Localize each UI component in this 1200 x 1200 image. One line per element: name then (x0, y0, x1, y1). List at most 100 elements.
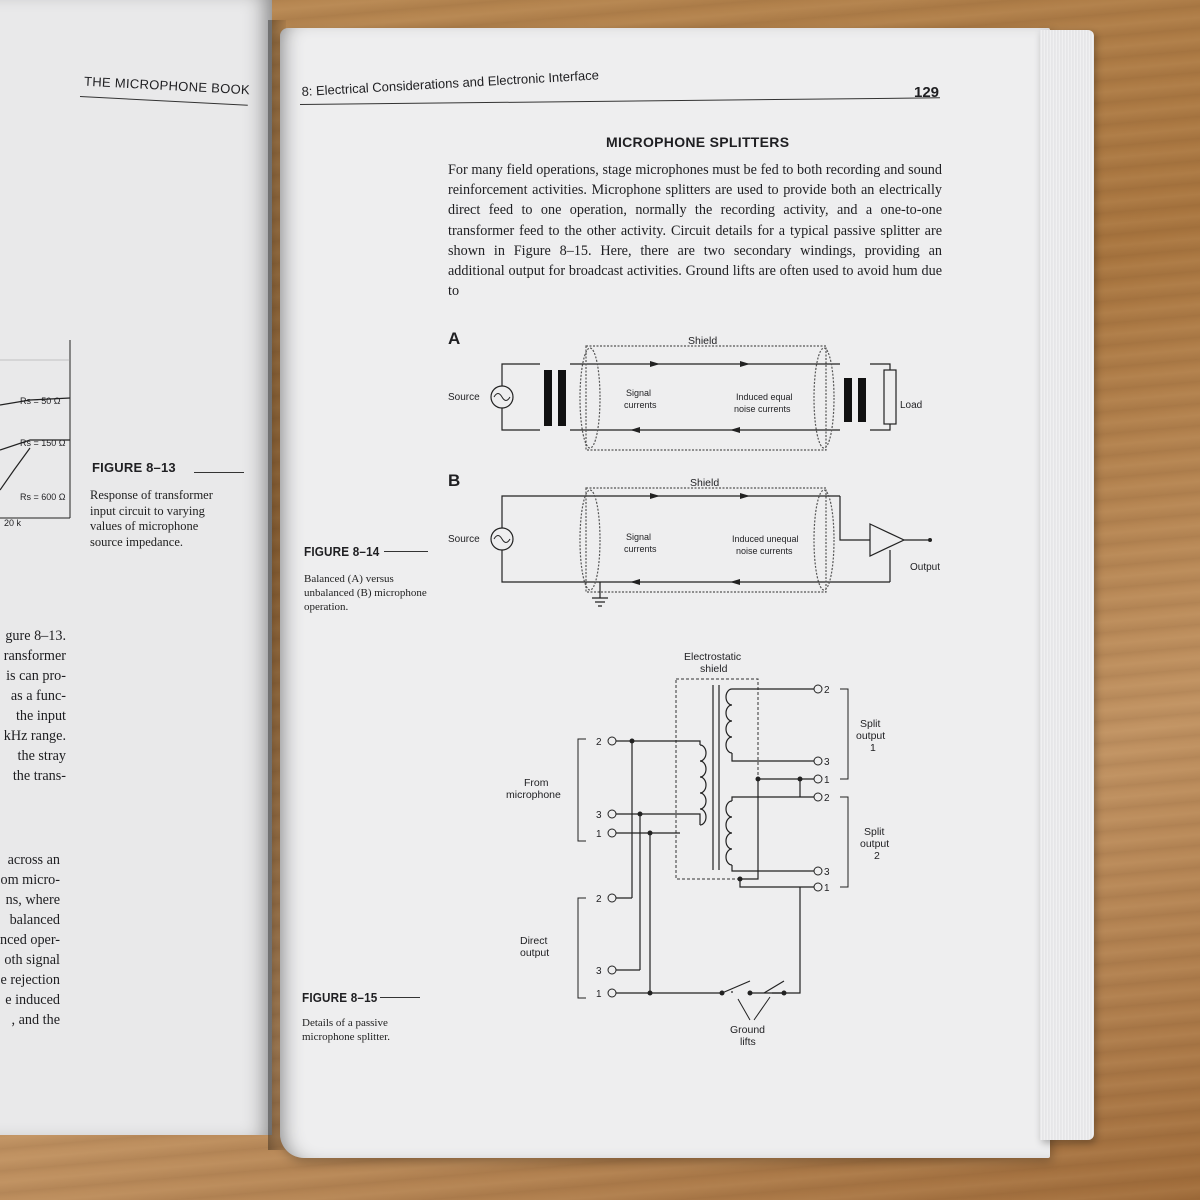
caption-line: microphone splitter. (302, 1031, 390, 1043)
diagram-b-output-label: Output (910, 562, 940, 573)
direct-pin-3-label: 3 (596, 966, 602, 977)
primary-winding (699, 744, 707, 826)
page-stack-edge (1040, 30, 1094, 1140)
diagram-a-output-transformer-2 (858, 378, 866, 422)
diagram-b-noise-label-1: Induced unequal (732, 534, 799, 544)
split-output-1-pin-2 (813, 684, 823, 694)
figure-8-14-caption: Balanced (A) versus unbalanced (B) micro… (304, 572, 427, 614)
split-output-1-label-3: 1 (870, 742, 876, 754)
left-body-fragment-2: across an om micro- ns, where balanced n… (0, 850, 60, 1030)
body-line: the stray (17, 748, 66, 764)
arrow-icon (740, 493, 750, 499)
body-line: nced oper- (0, 932, 60, 948)
diagram-a-letter: A (448, 329, 460, 348)
body-line: e induced (5, 992, 60, 1008)
direct-pin-3-terminal (607, 965, 617, 975)
junction-dot (719, 990, 725, 996)
body-line: is can pro- (6, 668, 66, 684)
diagram-a: A Shield Source Signal currents Induced … (448, 329, 922, 451)
body-line: ransformer (3, 648, 66, 664)
body-line: om micro- (0, 872, 61, 888)
caption-line: Details of a passive (302, 1017, 388, 1029)
body-line: ns, where (5, 892, 60, 908)
figure-8-14-rule (384, 551, 428, 552)
caption-line: source impedance. (90, 534, 184, 549)
diagram-a-shield-label: Shield (688, 335, 717, 347)
split-output-1-label-1: Split (860, 718, 881, 730)
body-line: e rejection (0, 972, 60, 988)
split-output-2-pin-3-label: 3 (824, 867, 830, 878)
electrostatic-shield-box (675, 678, 759, 880)
electrostatic-shield-label-2: shield (700, 663, 728, 675)
left-page (0, 0, 272, 1135)
secondary-winding-1 (725, 688, 733, 754)
split-output-1-label-2: output (856, 730, 885, 742)
junction-dot (629, 738, 635, 744)
mic-pin-2-terminal (607, 736, 617, 746)
body-line: balanced (9, 912, 60, 928)
split-output-1-pin-2-label: 2 (824, 685, 830, 696)
diagram-a-load-label: Load (900, 400, 922, 411)
direct-wires (616, 897, 722, 994)
arrow-icon (630, 579, 640, 585)
chart-label-rs-50: Rs = 50 Ω (20, 396, 61, 406)
diagram-b-shield-label: Shield (690, 477, 719, 489)
split-output-2-pin-2-label: 2 (824, 793, 830, 804)
ground-lifts-pointer (737, 996, 771, 1021)
arrow-icon (730, 427, 740, 433)
arrow-icon (650, 361, 660, 367)
split-output-1-pin-3-label: 3 (824, 757, 830, 768)
mic-pin-1-label: 1 (596, 829, 602, 840)
direct-output-bracket (577, 897, 586, 999)
body-line: , and the (11, 1012, 60, 1028)
electrostatic-shield-label-1: Electrostatic (684, 651, 741, 663)
diagram-b-output-terminal (928, 538, 932, 542)
figure-8-13-rule (194, 472, 244, 473)
diagram-a-input-transformer-1 (544, 370, 552, 426)
diagram-b-signal-label-2: currents (624, 544, 657, 554)
figure-8-14-label: FIGURE 8–14 (304, 544, 380, 559)
body-line: as a func- (10, 688, 66, 704)
arrow-icon (730, 579, 740, 585)
junction-dot (637, 811, 643, 817)
junction-dot (647, 990, 653, 996)
split-output-2-label-3: 2 (874, 850, 880, 862)
diagram-b-signal-label-1: Signal (626, 532, 651, 542)
diagram-a-load-resistor (883, 369, 897, 425)
split-output-2-label-2: output (860, 838, 889, 850)
amplifier-triangle-icon (869, 523, 906, 557)
body-line: gure 8–13. (5, 628, 66, 644)
body-line: the trans- (12, 768, 66, 784)
from-microphone-label-2: microphone (506, 789, 561, 801)
diagram-b-shield-end-left (579, 489, 601, 591)
diagram-a-output-transformer-1 (844, 378, 852, 422)
mic-pin-2-wire (616, 740, 701, 898)
page-number: 129 (914, 84, 940, 101)
ground-lift-switch-1 (721, 980, 801, 994)
diagram-b-amp-input (839, 496, 870, 541)
chart-curve-600 (0, 447, 31, 491)
split-output-2-pin-1-label: 1 (824, 883, 830, 894)
chart-curve-50 (0, 397, 71, 406)
mic-pin-2-label: 2 (596, 737, 602, 748)
section-title: MICROPHONE SPLITTERS (606, 134, 790, 150)
body-line: kHz range. (3, 728, 66, 744)
direct-output-label-1: Direct (520, 935, 548, 947)
diagram-a-input-transformer-2 (558, 370, 566, 426)
figure-8-15-diagram: Electrostatic shield From microphone 2 3… (506, 651, 889, 1048)
split-output-1-pin-1-label: 1 (824, 775, 830, 786)
from-microphone-bracket (577, 738, 586, 842)
diagram-a-shield-end-right (813, 347, 835, 449)
split-output-2-label-1: Split (864, 826, 885, 838)
diagram-a-signal-label-2: currents (624, 400, 657, 410)
sine-wave-icon (493, 393, 511, 401)
figure-8-13-chart (0, 340, 71, 519)
junction-dot (781, 990, 787, 996)
mic-pin-3-terminal (607, 809, 617, 819)
diagram-b-shield-end-right (813, 489, 835, 591)
ground-lifts-label-1: Ground (730, 1024, 765, 1036)
junction-dot (755, 776, 761, 782)
chart-tick-20k: 20 k (4, 518, 22, 528)
diagram-b-noise-label-2: noise currents (736, 546, 793, 556)
diagram-b-wires (501, 495, 890, 583)
